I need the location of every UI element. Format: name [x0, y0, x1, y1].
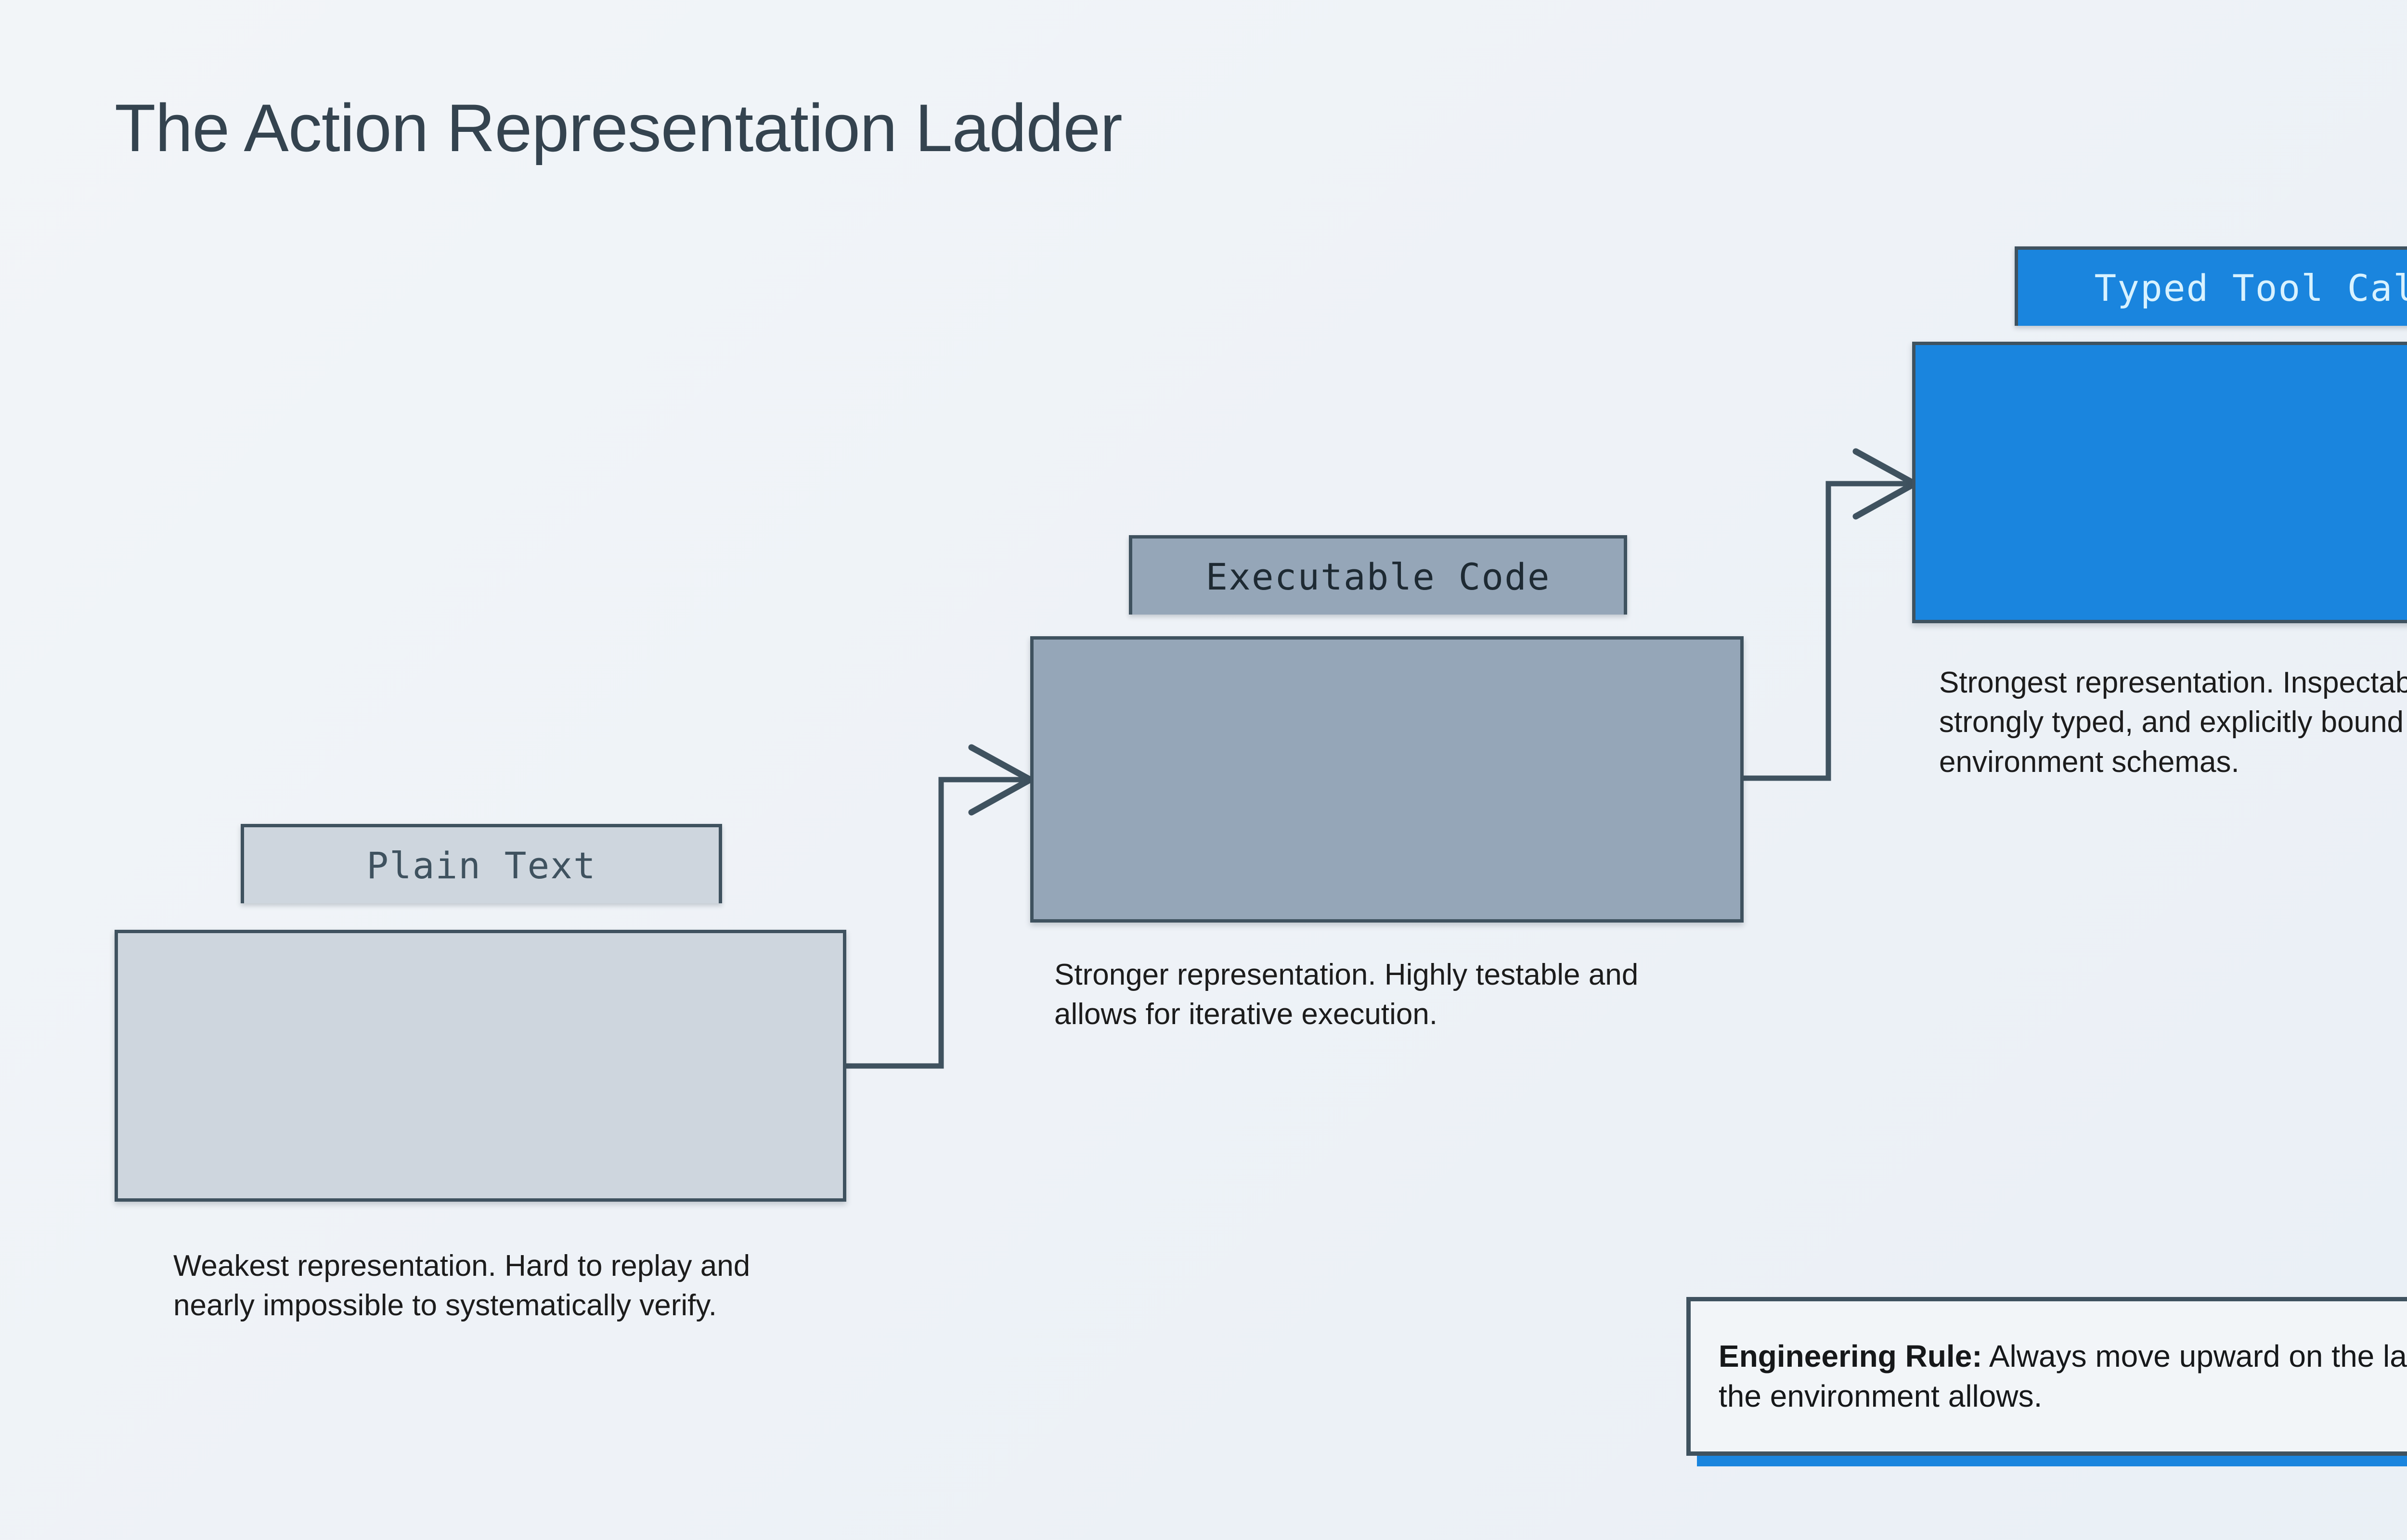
page-title: The Action Representation Ladder	[115, 90, 1123, 166]
connector-plaintext-to-code	[846, 744, 1037, 1069]
engineering-rule-body: Always move upward on the ladder wheneve…	[1719, 1338, 2407, 1413]
step-header-executable-code: Executable Code	[1129, 535, 1627, 615]
step-header-typed-tool-calls: Typed Tool Calls	[2015, 246, 2407, 326]
step-label-plain-text: Plain Text	[366, 844, 596, 887]
engineering-rule-label: Engineering Rule:	[1719, 1338, 1982, 1373]
connector-code-to-tools	[1744, 448, 1921, 781]
step-body-executable-code	[1030, 636, 1744, 923]
engineering-rule-text: Engineering Rule: Always move upward on …	[1691, 1336, 2407, 1416]
step-header-plain-text: Plain Text	[241, 824, 722, 903]
step-body-typed-tool-calls	[1912, 342, 2407, 623]
step-label-typed-tool-calls: Typed Tool Calls	[2094, 266, 2407, 309]
step-caption-typed-tool-calls: Strongest representation. Inspectable, s…	[1939, 666, 2407, 779]
step-label-executable-code: Executable Code	[1205, 555, 1551, 598]
step-caption-plain-text: Weakest representation. Hard to replay a…	[173, 1249, 751, 1322]
step-caption-executable-code: Stronger representation. Highly testable…	[1054, 958, 1639, 1031]
step-body-plain-text	[115, 930, 846, 1202]
engineering-rule-callout: Engineering Rule: Always move upward on …	[1686, 1297, 2407, 1456]
